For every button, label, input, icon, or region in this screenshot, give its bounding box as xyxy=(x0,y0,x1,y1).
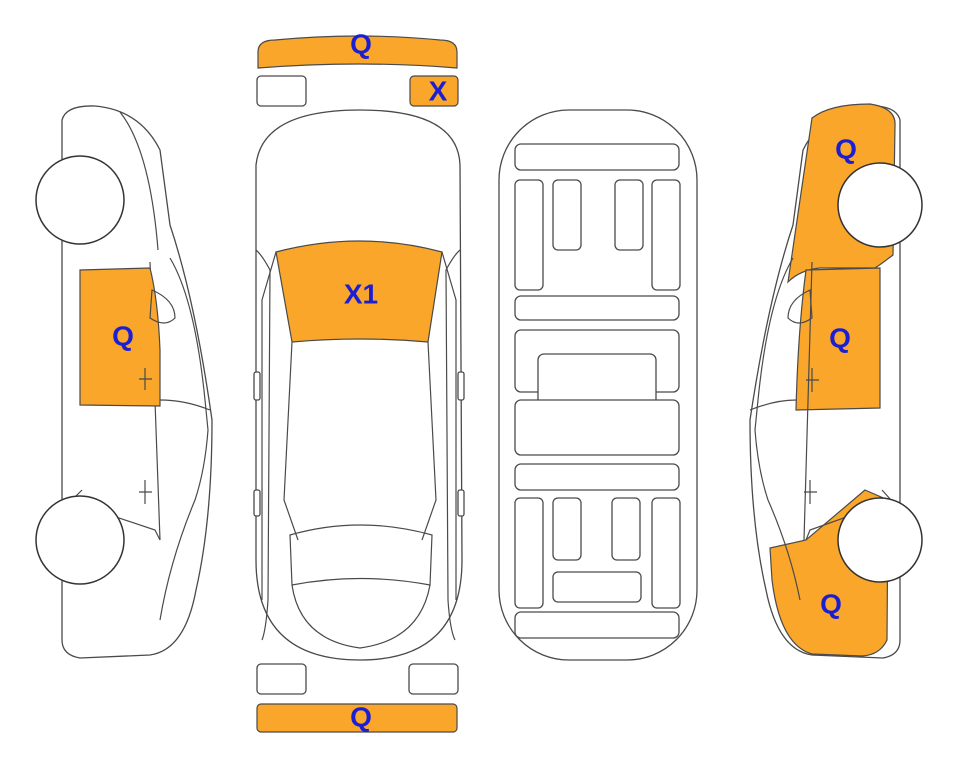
rear-area: Q xyxy=(256,663,459,733)
left-front-wheel[interactable] xyxy=(35,155,125,245)
right-headlight-code: X xyxy=(429,75,448,106)
rear-bumper-code: Q xyxy=(350,701,372,732)
left-rear-wheel[interactable] xyxy=(35,495,125,585)
front-area: Q X xyxy=(256,28,459,107)
right-headlight[interactable] xyxy=(409,75,459,107)
rear-bumper[interactable] xyxy=(256,703,458,733)
car-right-side-view: Q Q Q xyxy=(749,103,923,659)
car-top-view: X1 xyxy=(253,109,465,661)
car-left-side-view: Q xyxy=(35,105,213,659)
right-front-wheel[interactable] xyxy=(837,162,923,248)
right-front-fender-code: Q xyxy=(835,133,857,164)
left-rear-door[interactable] xyxy=(79,267,161,407)
front-bumper[interactable] xyxy=(257,35,458,69)
right-rear-wheel[interactable] xyxy=(837,497,923,583)
right-rear-door-code: Q xyxy=(829,322,851,353)
top-view-body xyxy=(255,109,463,661)
right-rear-door[interactable] xyxy=(795,267,881,411)
right-taillight[interactable] xyxy=(408,663,459,695)
car-underside-view xyxy=(498,109,698,661)
left-rear-door-code: Q xyxy=(112,320,134,351)
rear-window xyxy=(289,524,433,586)
left-headlight[interactable] xyxy=(256,75,307,107)
front-bumper-code: Q xyxy=(350,28,372,59)
right-rear-quarter-code: Q xyxy=(820,588,842,619)
windshield-code: X1 xyxy=(344,278,378,309)
left-taillight[interactable] xyxy=(256,663,307,695)
